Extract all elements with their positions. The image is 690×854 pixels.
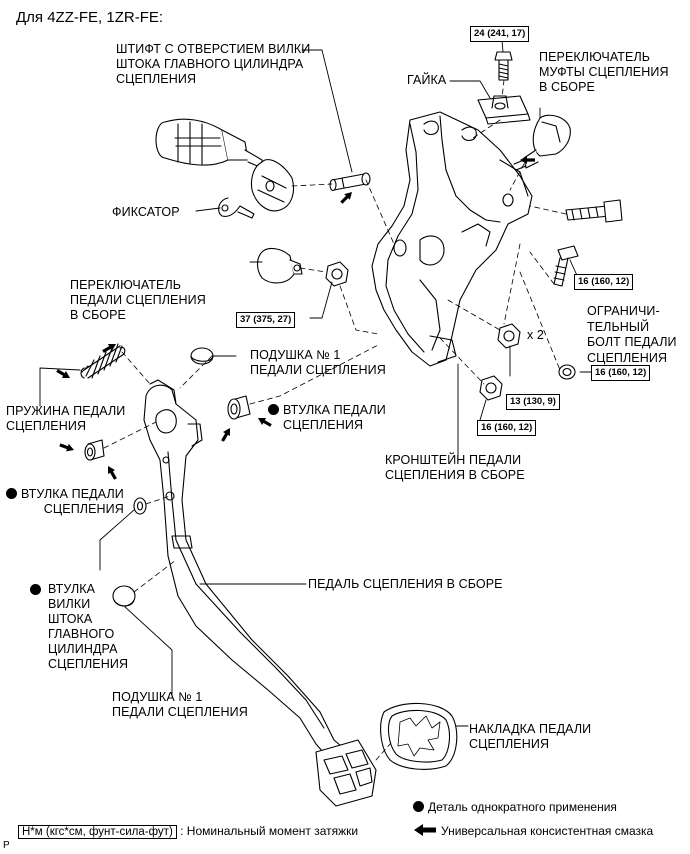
legend-torque-unit: Н*м (кгс*см, фунт-сила-фут) bbox=[18, 825, 177, 839]
torque-box-16-nut: 16 (160, 12) bbox=[591, 365, 651, 381]
nut-16-lower bbox=[479, 375, 503, 401]
label-pad: НАКЛАДКА ПЕДАЛИ СЦЕПЛЕНИЯ bbox=[469, 722, 592, 751]
clutch-switch-part bbox=[513, 114, 571, 171]
fork-pin bbox=[329, 172, 371, 192]
torque-box-24: 24 (241, 17) bbox=[470, 26, 530, 42]
leader-lines bbox=[39, 39, 593, 727]
bushing-left-part bbox=[84, 439, 105, 461]
legend-torque: Н*м (кгс*см, фунт-сила-фут) : Номинальны… bbox=[18, 824, 358, 840]
master-cylinder-rod bbox=[155, 118, 295, 212]
single-use-dot-icon bbox=[413, 801, 424, 812]
label-clip: ФИКСАТОР bbox=[112, 205, 180, 219]
legend-single-use-text: Деталь однократного применения bbox=[428, 800, 617, 814]
label-pin: ШТИФТ С ОТВЕРСТИЕМ ВИЛКИ ШТОКА ГЛАВНОГО … bbox=[116, 42, 311, 86]
label-clutch-switch: ПЕРЕКЛЮЧАТЕЛЬ МУФТЫ СЦЕПЛЕНИЯ В СБОРЕ bbox=[539, 50, 669, 94]
single-use-dot-icon bbox=[30, 584, 41, 595]
legend-torque-desc: : Номинальный момент затяжки bbox=[180, 824, 359, 838]
label-fork-bushing: ВТУЛКА ВИЛКИ ШТОКА ГЛАВНОГО ЦИЛИНДРА СЦЕ… bbox=[30, 582, 128, 672]
legend-grease-text: Универсальная консистентная смазка bbox=[441, 824, 654, 838]
pedal-foot bbox=[315, 739, 377, 807]
stopper-bolt-part bbox=[553, 245, 579, 380]
grease-arrow-icon bbox=[414, 824, 436, 836]
label-fork-bushing-text: ВТУЛКА ВИЛКИ ШТОКА ГЛАВНОГО ЦИЛИНДРА СЦЕ… bbox=[48, 582, 129, 671]
clip bbox=[218, 197, 255, 219]
torque-box-13: 13 (130, 9) bbox=[506, 394, 560, 410]
nut-13 bbox=[497, 323, 521, 349]
legend-single-use: Деталь однократного применения bbox=[413, 800, 617, 815]
torque-box-16-stopper: 16 (160, 12) bbox=[574, 274, 634, 290]
label-cushion-bottom: ПОДУШКА № 1 ПЕДАЛИ СЦЕПЛЕНИЯ bbox=[112, 690, 248, 719]
assembly-lines bbox=[103, 79, 567, 761]
spring-part bbox=[80, 343, 126, 379]
label-pedal: ПЕДАЛЬ СЦЕПЛЕНИЯ В СБОРЕ bbox=[308, 577, 503, 591]
single-use-dot-icon bbox=[268, 404, 279, 415]
label-nut: ГАЙКА bbox=[407, 73, 447, 87]
corner-mark: P bbox=[3, 840, 10, 851]
pedal-arm bbox=[143, 379, 349, 761]
label-bushing-left-text: ВТУЛКА ПЕДАЛИ СЦЕПЛЕНИЯ bbox=[21, 487, 124, 516]
bracket-assembly bbox=[371, 111, 533, 367]
torque-box-37: 37 (375, 27) bbox=[236, 312, 296, 328]
pedal-switch-part bbox=[256, 247, 303, 284]
bolt-top bbox=[494, 51, 513, 81]
torque-box-16-lower: 16 (160, 12) bbox=[477, 420, 537, 436]
nut-plate bbox=[477, 95, 531, 125]
pedal-pad-part bbox=[380, 702, 458, 770]
label-spring: ПРУЖИНА ПЕДАЛИ СЦЕПЛЕНИЯ bbox=[6, 404, 126, 433]
nut-37 bbox=[325, 261, 349, 287]
label-bracket: КРОНШТЕЙН ПЕДАЛИ СЦЕПЛЕНИЯ В СБОРЕ bbox=[385, 453, 525, 482]
single-use-dot-icon bbox=[6, 488, 17, 499]
cushion-top-part bbox=[190, 347, 214, 365]
legend-grease: Универсальная консистентная смазка bbox=[414, 824, 653, 839]
label-pedal-switch: ПЕРЕКЛЮЧАТЕЛЬ ПЕДАЛИ СЦЕПЛЕНИЯ В СБОРЕ bbox=[70, 278, 206, 322]
label-stopper-bolt: ОГРАНИЧИ- ТЕЛЬНЫЙ БОЛТ ПЕДАЛИ СЦЕПЛЕНИЯ bbox=[587, 304, 677, 365]
label-bushing-right: ВТУЛКА ПЕДАЛИ СЦЕПЛЕНИЯ bbox=[268, 403, 386, 433]
label-bushing-right-text: ВТУЛКА ПЕДАЛИ СЦЕПЛЕНИЯ bbox=[283, 403, 386, 432]
fork-bushing-part bbox=[133, 497, 147, 515]
label-x2: x 2 bbox=[527, 328, 544, 342]
label-cushion-top: ПОДУШКА № 1 ПЕДАЛИ СЦЕПЛЕНИЯ bbox=[250, 348, 386, 377]
page-title: Для 4ZZ-FE, 1ZR-FE: bbox=[16, 9, 164, 26]
bolt-side bbox=[565, 199, 623, 223]
bushing-right-part bbox=[227, 395, 251, 420]
label-bushing-left: ВТУЛКА ПЕДАЛИ СЦЕПЛЕНИЯ bbox=[6, 487, 124, 517]
